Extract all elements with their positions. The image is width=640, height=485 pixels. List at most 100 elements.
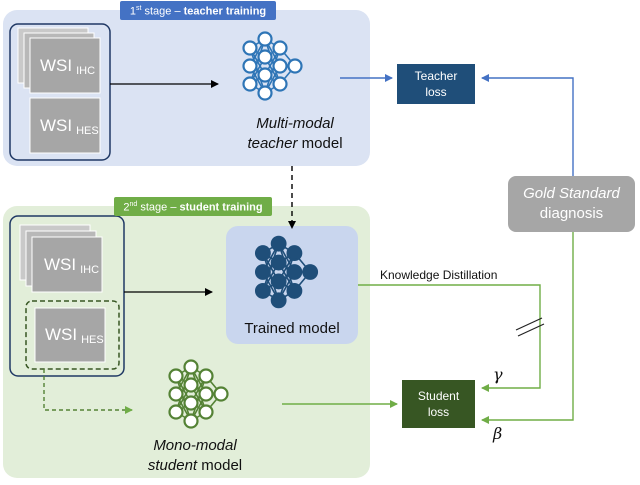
stage1-tag: 1st stage – teacher training: [120, 1, 276, 20]
network-node: [272, 40, 288, 56]
network-node: [286, 282, 303, 299]
stage1-wsi-hes-card: [29, 97, 101, 154]
network-node: [168, 368, 184, 384]
stage2-tag-bold: student training: [179, 201, 263, 214]
teacher-model-italic: teacher: [247, 135, 298, 152]
wsi-sub-hes: HES: [76, 125, 99, 137]
network-node: [183, 413, 199, 429]
teacher-loss-label: Teacher loss: [397, 68, 475, 100]
network-node: [270, 292, 287, 309]
arrow-gold-to-teacher-loss: [481, 74, 574, 176]
wsi-text: WSI: [44, 255, 77, 274]
wsi-sub-ihc: IHC: [76, 65, 96, 77]
stop-gradient-marks: [515, 317, 545, 337]
teacher-model-label: Multi-modal teacher model: [200, 114, 390, 154]
network-node: [254, 245, 271, 262]
stage2-wsi-group: [9, 215, 125, 377]
network-edge: [249, 38, 266, 85]
stage1-tag-ordinal: 1: [129, 5, 136, 18]
teacher-model-line1: Multi-modal: [256, 115, 334, 132]
network-node: [257, 67, 273, 83]
teacher-loss-line2: loss: [425, 85, 447, 99]
network-edge: [277, 252, 296, 301]
teacher-model-line2: teacher model: [200, 134, 390, 154]
teacher-model-rest: model: [297, 135, 343, 152]
network-node: [270, 273, 287, 290]
stage1-wsi-group: [9, 23, 111, 161]
wsi-text: WSI: [40, 56, 73, 75]
gold-standard-label: Gold Standard diagnosis: [508, 184, 635, 224]
network-node: [242, 40, 258, 56]
trained-model-label: Trained model: [244, 320, 340, 337]
student-loss-box: [402, 380, 475, 428]
network-edge: [262, 243, 280, 292]
stage2-hes-dashed-group: [25, 300, 120, 370]
network-node: [257, 31, 273, 47]
student-model-label: Mono-modal student model: [120, 436, 270, 476]
network-edge: [264, 47, 281, 94]
network-node: [183, 377, 199, 393]
network-node: [254, 282, 271, 299]
network-node: [198, 386, 214, 402]
network-node: [198, 368, 214, 384]
network-node: [302, 264, 319, 280]
stage2-tag-sup: nd: [129, 201, 138, 208]
network-node: [168, 386, 184, 402]
wsi-sub-hes: HES: [81, 334, 104, 346]
network-node: [287, 58, 303, 74]
network-node: [242, 58, 258, 74]
teacher-loss-line1: Teacher: [414, 69, 458, 83]
stage1-tag-sup: st: [135, 5, 142, 12]
gold-standard-box: [508, 176, 635, 232]
wsi-text: WSI: [45, 325, 78, 344]
stage2-wsi-hes-card: [34, 307, 106, 363]
arrow-hes-to-student: [43, 369, 133, 414]
network-node: [270, 235, 287, 252]
network-node: [270, 254, 287, 271]
student-loss-label: Student loss: [402, 388, 475, 420]
network-node: [242, 76, 258, 92]
network-node: [183, 395, 199, 411]
network-node: [257, 49, 273, 65]
student-model-rest: model: [197, 457, 243, 474]
wsi-sub-ihc: IHC: [80, 264, 100, 276]
network-edge: [175, 366, 192, 413]
stage2-tag-plain: stage –: [137, 201, 180, 214]
teacher-network-icon: [242, 31, 303, 101]
knowledge-distillation-label: Knowledge Distillation: [380, 268, 498, 282]
stage2-wsi-ihc-stack: [19, 224, 103, 293]
arrow-distillation-to-student-loss: [358, 284, 541, 392]
beta-label: β: [493, 424, 503, 443]
gamma-label: γ: [493, 365, 503, 384]
gold-standard-line2: diagnosis: [539, 205, 604, 222]
network-node: [198, 404, 214, 420]
student-network-icon: [168, 359, 229, 429]
student-loss-line1: Student: [417, 389, 460, 403]
student-model-line2: student model: [120, 456, 270, 476]
stage1-tag-bold: teacher training: [183, 5, 267, 18]
arrow-gold-to-student-loss: [481, 232, 574, 424]
network-node: [272, 58, 288, 74]
network-node: [183, 359, 199, 375]
network-edge: [190, 375, 207, 422]
student-model-italic: student: [147, 457, 198, 474]
student-loss-line2: loss: [427, 405, 450, 419]
network-node: [168, 404, 184, 420]
network-node: [213, 386, 229, 402]
wsi-text: WSI: [40, 116, 73, 135]
stage2-tag: 2nd stage – student training: [114, 197, 272, 216]
network-node: [286, 245, 303, 262]
stage1-wsi-ihc-stack: [17, 27, 101, 94]
network-node: [257, 85, 273, 101]
network-node: [272, 76, 288, 92]
trained-network-icon: [254, 235, 319, 309]
network-node: [286, 264, 303, 280]
teacher-loss-box: [397, 64, 475, 104]
stage2-tag-ordinal: 2: [123, 201, 130, 214]
network-node: [254, 264, 271, 280]
